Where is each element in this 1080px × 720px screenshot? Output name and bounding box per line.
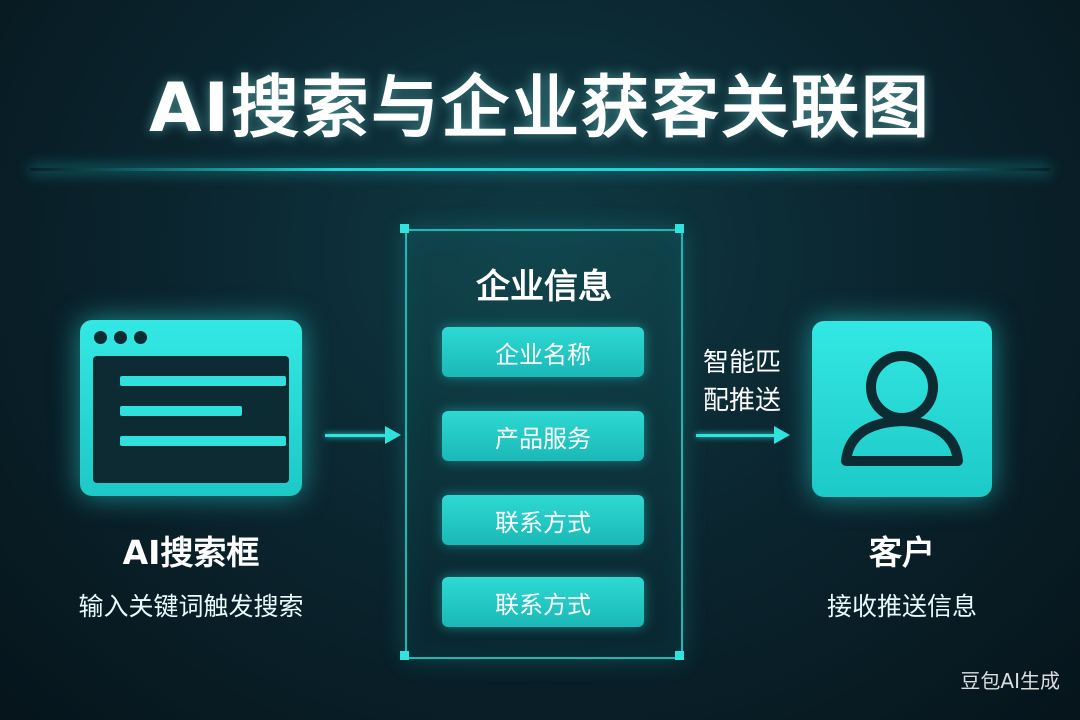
panel-corner	[675, 224, 684, 233]
window-dot	[134, 331, 147, 344]
company-info-item: 联系方式	[442, 495, 644, 545]
client-description: 接收推送信息	[826, 592, 977, 621]
client-label: 客户	[869, 533, 935, 572]
window-dot	[94, 331, 107, 344]
match-push-label: 智能匹 配推送	[690, 344, 794, 420]
window-screen	[93, 356, 289, 483]
panel-corner	[675, 651, 684, 660]
browser-window-icon	[80, 320, 302, 496]
text-line	[120, 406, 242, 416]
company-info-item: 联系方式	[442, 577, 644, 627]
window-dot	[114, 331, 127, 344]
company-info-title: 企业信息	[476, 267, 612, 307]
user-icon	[812, 321, 992, 497]
match-push-line1: 智能匹	[702, 348, 781, 378]
watermark: 豆包AI生成	[960, 669, 1060, 693]
page-title: AI搜索与企业获客关联图	[149, 69, 931, 148]
search-box-label: AI搜索框	[122, 533, 260, 572]
arrow-head-icon	[385, 426, 401, 444]
text-line	[120, 376, 286, 386]
company-info-item: 企业名称	[442, 327, 644, 377]
user-glyph	[841, 351, 963, 466]
match-push-line2: 配推送	[702, 386, 781, 416]
arrow-head-icon	[774, 426, 790, 444]
arrow-to-company	[325, 434, 387, 437]
company-info-panel: 企业信息 企业名称 产品服务 联系方式 联系方式	[405, 229, 683, 659]
title-divider	[30, 168, 1050, 171]
search-box-description: 输入关键词触发搜索	[78, 592, 304, 621]
text-line	[120, 436, 286, 446]
panel-corner	[400, 651, 409, 660]
arrow-to-client	[696, 434, 776, 437]
company-info-item: 产品服务	[442, 411, 644, 461]
panel-corner	[400, 224, 409, 233]
